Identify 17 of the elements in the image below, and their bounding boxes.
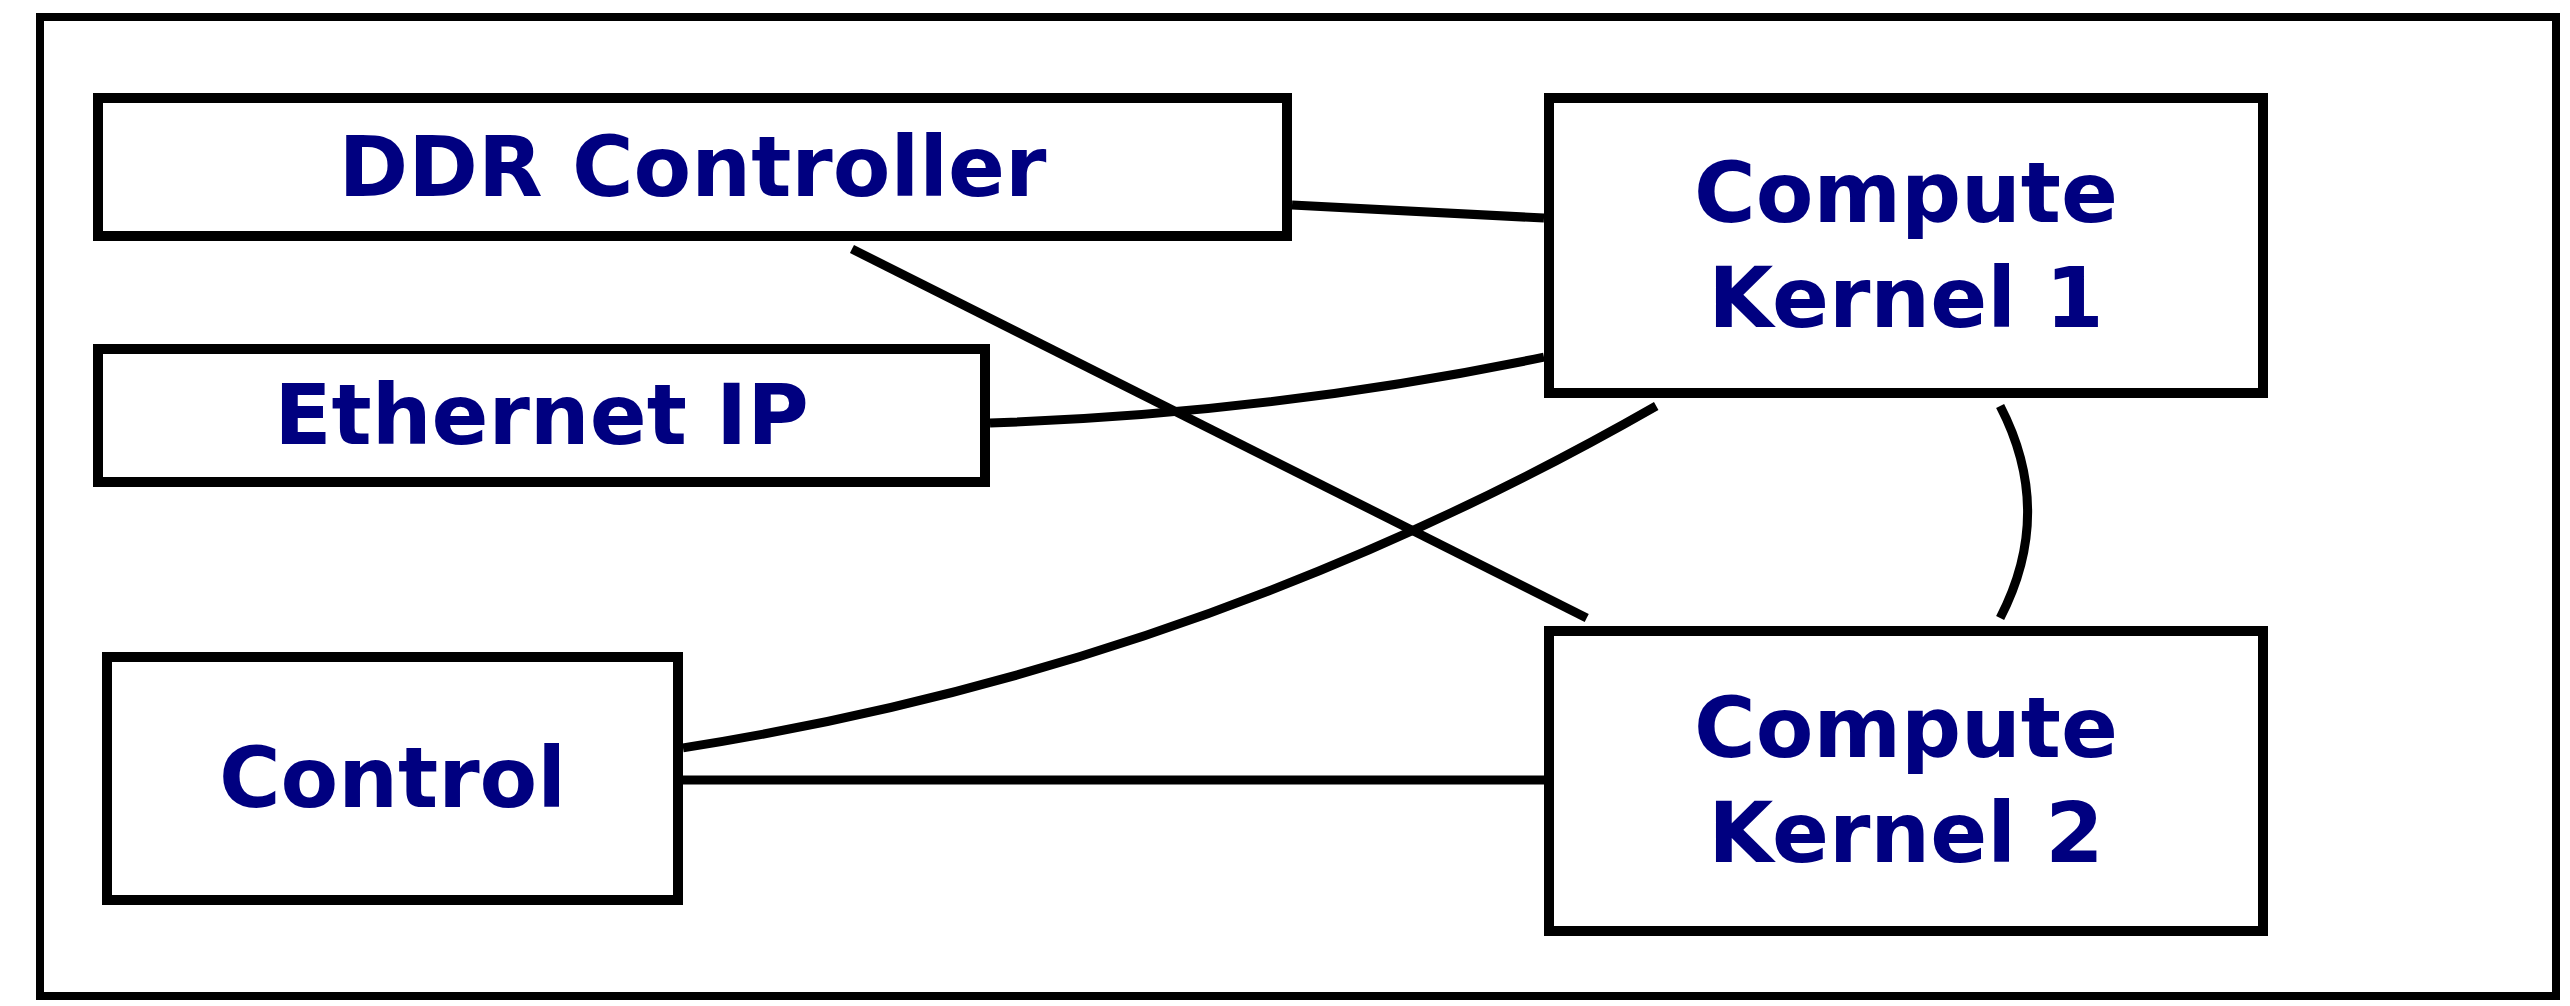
- component-box: [1544, 93, 2268, 398]
- connector-line: [989, 352, 1545, 428]
- connector-line: [683, 775, 1544, 785]
- component-box: [102, 652, 683, 905]
- connector-line: [1291, 200, 1545, 223]
- box-label: Control: [217, 728, 568, 829]
- box-label: Compute Kernel 2: [1693, 678, 2119, 884]
- connector-line: [1996, 404, 2033, 620]
- outer-frame: [36, 13, 2560, 1000]
- box-label: DDR Controller: [337, 116, 1048, 218]
- component-box: [93, 344, 990, 487]
- component-box: [1544, 626, 2268, 936]
- box-label: Ethernet IP: [273, 365, 810, 466]
- component-box: [93, 93, 1292, 241]
- connector-line: [849, 244, 1589, 623]
- box-label: Compute Kernel 1: [1693, 142, 2119, 349]
- connector-line: [682, 402, 1659, 753]
